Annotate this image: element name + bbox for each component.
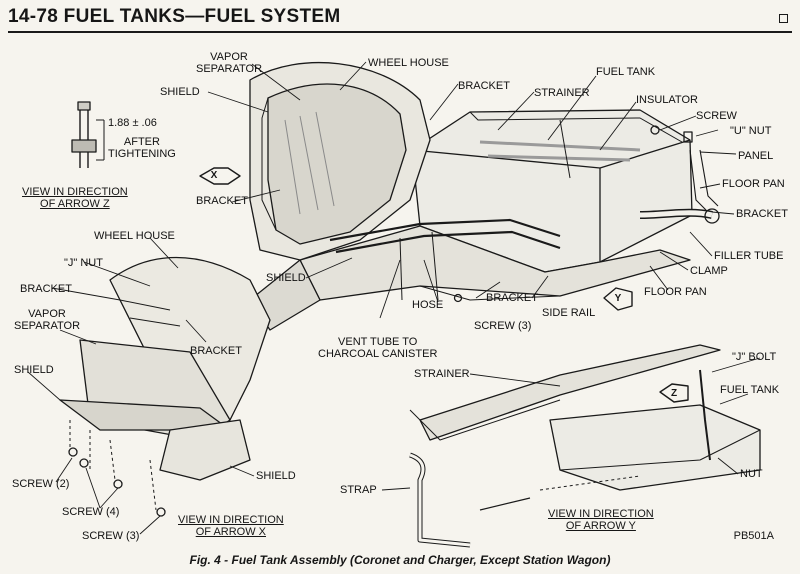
view-x-drawing	[59, 256, 271, 517]
filler-tube-drawing	[639, 149, 720, 224]
vent-tube-drawing	[329, 218, 561, 301]
view-z-caption: VIEW IN DIRECTION OF ARROW Z	[22, 186, 128, 210]
label-bracket-mid: BRACKET	[486, 292, 538, 304]
label-u-nut: "U" NUT	[730, 125, 772, 137]
label-measurement: 1.88 ± .06	[108, 117, 157, 129]
label-nut: NUT	[740, 468, 763, 480]
leader-lines	[27, 61, 761, 535]
view-x-caption-text: VIEW IN DIRECTION OF ARROW X	[178, 514, 284, 538]
screw-icon	[650, 125, 660, 135]
label-bracket-right: BRACKET	[736, 208, 788, 220]
label-fuel-tank: FUEL TANK	[596, 66, 656, 78]
label-screw-4: SCREW (4)	[62, 506, 120, 518]
label-hose: HOSE	[412, 299, 444, 311]
label-j-nut: "J" NUT	[64, 257, 103, 269]
label-shield-mid: SHIELD	[266, 272, 306, 284]
arrow-y-letter: Y	[614, 293, 622, 304]
label-floor-pan-right: FLOOR PAN	[722, 178, 785, 190]
label-strainer: STRAINER	[534, 87, 590, 99]
label-bracket-x1: BRACKET	[20, 283, 72, 295]
label-screw-2: SCREW (2)	[12, 478, 70, 490]
label-floor-pan-lower: FLOOR PAN	[644, 286, 707, 298]
screw-icon	[453, 293, 463, 303]
view-y-caption: VIEW IN DIRECTION OF ARROW Y	[548, 508, 654, 532]
label-bracket: BRACKET	[458, 80, 510, 92]
label-screw-3-x: SCREW (3)	[82, 530, 140, 542]
label-vent-tube: VENT TUBE TO CHARCOAL CANISTER	[318, 336, 438, 360]
label-wheel-house: WHEEL HOUSE	[368, 57, 449, 69]
view-z-caption-text: VIEW IN DIRECTION OF ARROW Z	[22, 186, 128, 210]
label-side-rail: SIDE RAIL	[542, 307, 596, 319]
label-vapor-separator-x: VAPOR SEPARATOR	[14, 308, 81, 332]
floor-pan-drawing	[249, 225, 691, 331]
label-strap: STRAP	[340, 484, 377, 496]
label-bracket-x2: BRACKET	[190, 345, 242, 357]
label-clamp: CLAMP	[690, 265, 728, 277]
label-bracket-left: BRACKET	[196, 195, 248, 207]
label-wheel-house-x: WHEEL HOUSE	[94, 230, 175, 242]
label-shield-x1: SHIELD	[14, 364, 54, 376]
label-insulator: INSULATOR	[636, 94, 698, 106]
label-j-bolt: "J" BOLT	[732, 351, 777, 363]
label-vapor-separator: VAPOR SEPARATOR	[196, 51, 263, 75]
label-filler-tube: FILLER TUBE	[714, 250, 784, 262]
page-title: 14-78 FUEL TANKS—FUEL SYSTEM	[8, 6, 341, 27]
view-z-drawing	[71, 101, 105, 168]
header-rule	[8, 31, 792, 33]
view-y-caption-text: VIEW IN DIRECTION OF ARROW Y	[548, 508, 654, 532]
label-shield-x2: SHIELD	[256, 470, 296, 482]
label-shield: SHIELD	[160, 86, 200, 98]
label-screw-3-mid: SCREW (3)	[474, 320, 532, 332]
u-nut-icon	[683, 131, 693, 143]
label-screw: SCREW	[696, 110, 737, 122]
view-x-caption: VIEW IN DIRECTION OF ARROW X	[178, 514, 284, 538]
direction-arrows	[199, 167, 689, 403]
arrow-z-letter: Z	[670, 388, 678, 399]
label-fuel-tank-y: FUEL TANK	[720, 384, 780, 396]
arrow-x-letter: X	[210, 170, 218, 181]
label-strainer-y: STRAINER	[414, 368, 470, 380]
figure-caption: Fig. 4 - Fuel Tank Assembly (Coronet and…	[189, 553, 611, 567]
label-panel: PANEL	[738, 150, 774, 162]
reference-code: PB501A	[733, 530, 774, 542]
page-mark-icon	[779, 14, 788, 23]
wheel-house-drawing	[249, 62, 431, 261]
label-after-tightening: AFTER TIGHTENING	[108, 136, 176, 160]
view-y-drawing	[409, 344, 761, 548]
